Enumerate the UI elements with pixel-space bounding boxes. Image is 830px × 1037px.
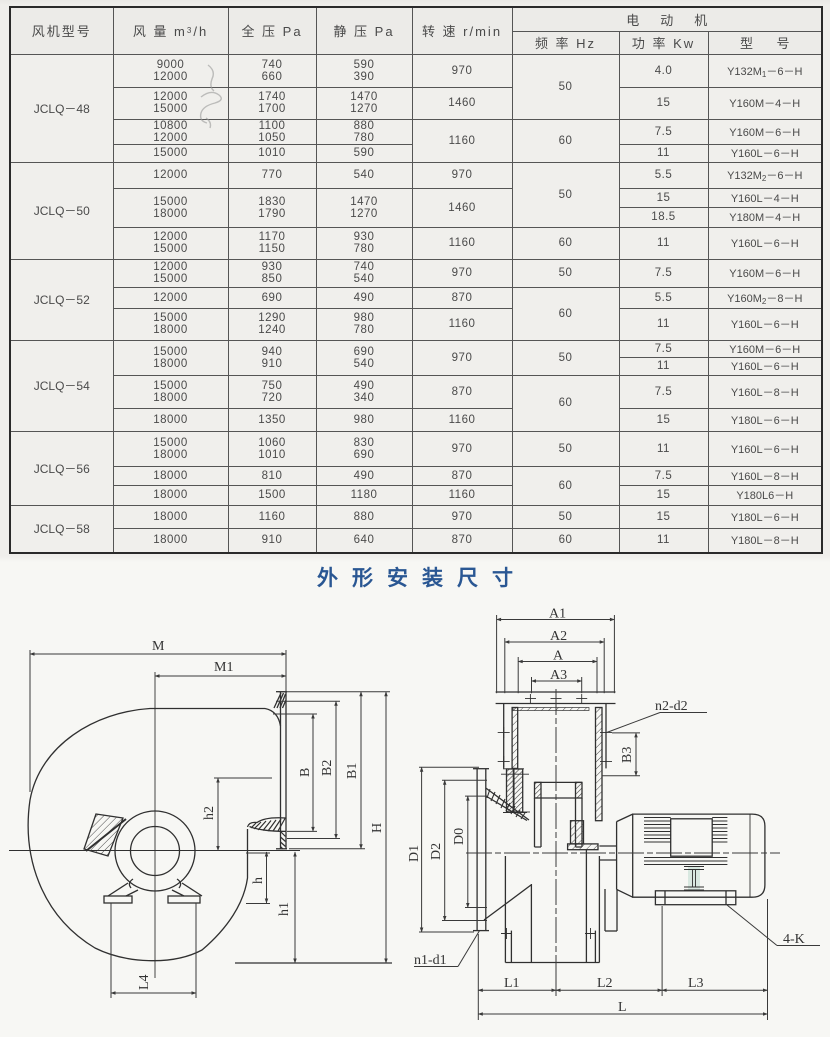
svg-text:B1: B1 [345, 763, 360, 779]
svg-text:L3: L3 [688, 976, 704, 991]
svg-text:L4: L4 [137, 974, 152, 990]
svg-text:L: L [618, 1000, 627, 1015]
svg-text:A: A [553, 649, 564, 664]
svg-text:n1-d1: n1-d1 [414, 953, 447, 968]
svg-text:A3: A3 [550, 668, 567, 683]
svg-text:h1: h1 [277, 902, 292, 916]
svg-text:L2: L2 [597, 976, 613, 991]
svg-text:A2: A2 [550, 629, 567, 644]
svg-text:L1: L1 [504, 976, 520, 991]
svg-text:4-K: 4-K [783, 932, 805, 947]
svg-text:D0: D0 [452, 828, 467, 845]
svg-text:M: M [152, 639, 165, 654]
svg-text:B3: B3 [620, 747, 635, 763]
svg-text:h2: h2 [202, 806, 217, 820]
svg-text:n2-d2: n2-d2 [655, 699, 688, 714]
svg-text:M1: M1 [214, 660, 233, 675]
svg-text:B2: B2 [320, 760, 335, 776]
svg-text:D1: D1 [407, 845, 422, 862]
svg-text:A1: A1 [549, 607, 566, 622]
svg-text:B: B [298, 768, 313, 777]
svg-text:D2: D2 [429, 843, 444, 860]
svg-text:H: H [370, 823, 385, 833]
svg-text:h: h [251, 877, 266, 884]
